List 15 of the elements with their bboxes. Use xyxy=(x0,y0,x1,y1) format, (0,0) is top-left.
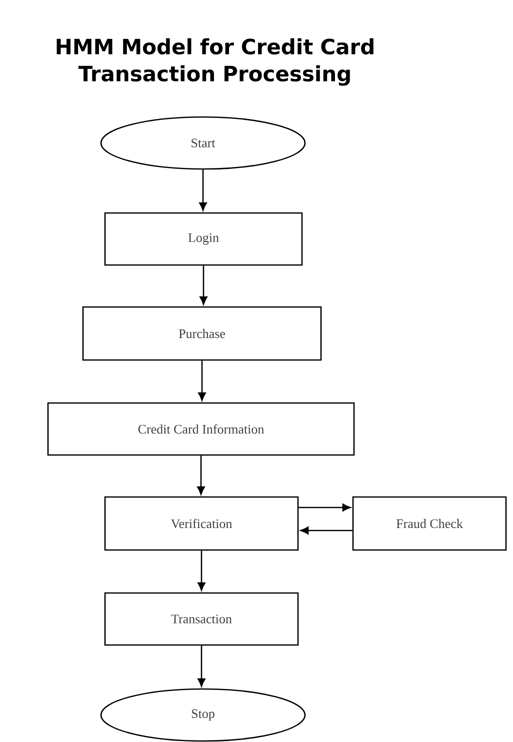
process-box: Verification xyxy=(104,496,299,551)
arrow xyxy=(199,170,207,211)
arrow xyxy=(198,646,206,687)
process-box: Credit Card Information xyxy=(47,402,355,456)
process-box: Transaction xyxy=(104,592,299,646)
process-box: Fraud Check xyxy=(352,496,507,551)
process-box: Purchase xyxy=(82,306,322,361)
title: HMM Model for Credit Card Transaction Processing xyxy=(56,38,374,86)
arrow xyxy=(198,550,206,591)
arrow xyxy=(197,456,205,495)
arrow xyxy=(198,360,206,401)
arrow xyxy=(298,504,351,512)
process-box: Login xyxy=(104,212,303,266)
arrow xyxy=(200,266,208,305)
arrow xyxy=(300,526,352,534)
